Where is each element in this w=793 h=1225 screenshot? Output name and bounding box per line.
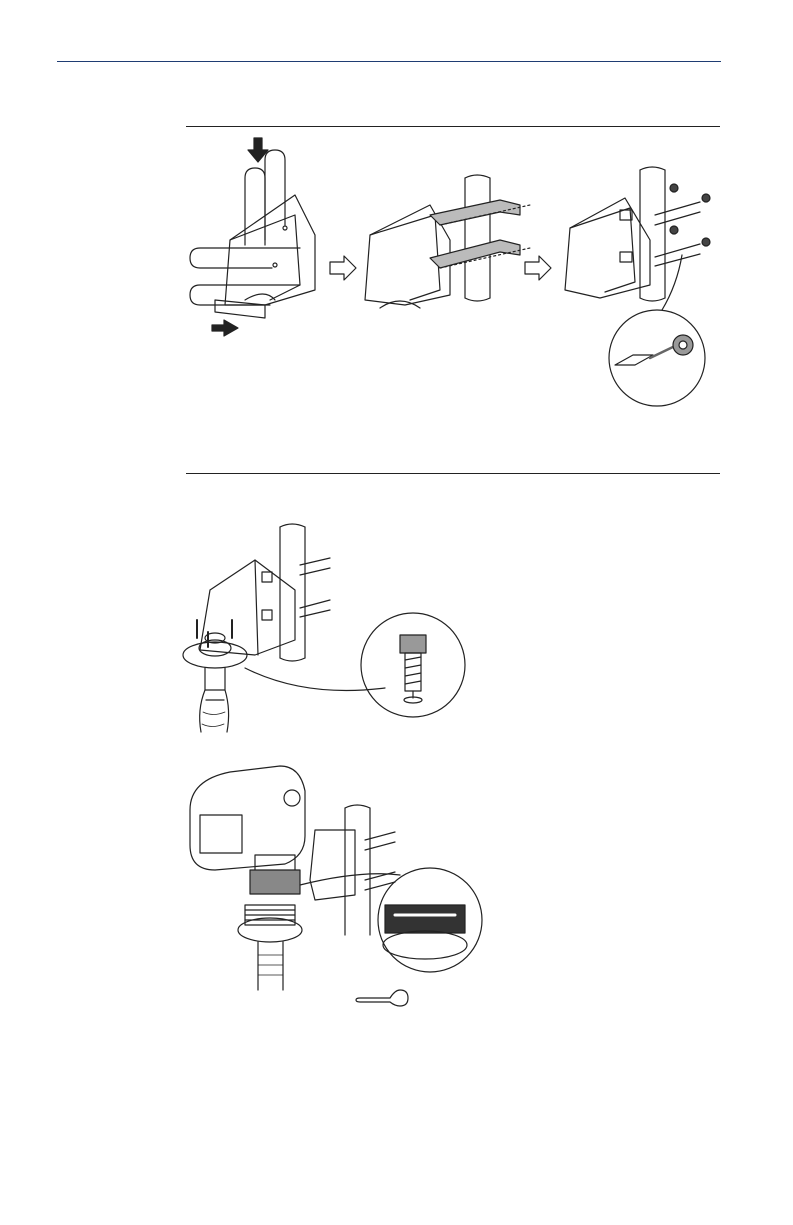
u-bolt-bracket-step1 (190, 138, 315, 336)
screw-detail-callout (361, 613, 465, 717)
u-bolt-bracket-step2 (365, 175, 530, 308)
step-arrow-icon (525, 256, 551, 280)
wrench-icon (356, 990, 408, 1006)
step-arrow-icon (330, 256, 356, 280)
flange-mounting-figure (183, 524, 465, 732)
u-bolt-bracket-step3 (565, 167, 710, 406)
rotate-arrow-icon (385, 905, 465, 933)
connector-nut (250, 870, 300, 894)
screw-head-icon (400, 635, 426, 653)
right-arrow-icon (212, 320, 238, 336)
detail-callout (609, 310, 705, 406)
transmitter-install-figure (190, 766, 482, 1006)
